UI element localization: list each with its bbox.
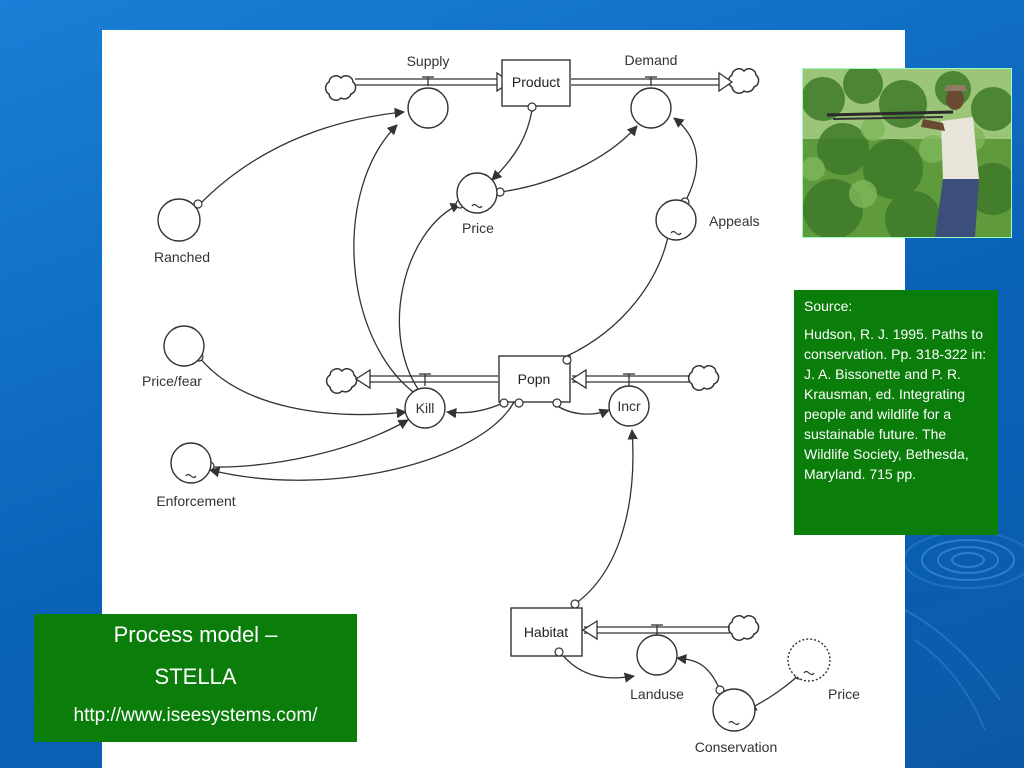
source-citation: Hudson, R. J. 1995. Paths to conservatio… bbox=[804, 326, 987, 482]
cloud-icon bbox=[727, 615, 760, 641]
stock-popn-label: Popn bbox=[518, 371, 551, 387]
flow-demand-label: Demand bbox=[625, 52, 678, 68]
flow-supply-label: Supply bbox=[407, 53, 450, 69]
flow-kill-label: Kill bbox=[416, 400, 435, 416]
flow-incr-label: Incr bbox=[617, 398, 641, 414]
flow-valves bbox=[404, 87, 678, 676]
flow-demand[interactable] bbox=[630, 87, 672, 129]
converter-price-external[interactable] bbox=[787, 638, 831, 682]
slide-title-line2: STELLA bbox=[154, 664, 237, 689]
title-box: Process model – STELLA http://www.iseesy… bbox=[34, 614, 357, 742]
flow-landuse[interactable] bbox=[636, 634, 678, 676]
stella-url-link[interactable]: http://www.iseesystems.com/ bbox=[73, 705, 318, 726]
slide-title-line1: Process model – bbox=[113, 622, 278, 647]
converter-price-fear[interactable] bbox=[163, 325, 205, 367]
converters bbox=[157, 172, 831, 732]
tilde-marks bbox=[185, 203, 815, 726]
converter-ranched-label: Ranched bbox=[154, 249, 210, 265]
converter-price-fear-label: Price/fear bbox=[142, 373, 202, 389]
converter-conservation-label: Conservation bbox=[695, 739, 778, 755]
hunter-photo bbox=[802, 68, 1012, 238]
stock-product[interactable] bbox=[501, 59, 571, 107]
converter-enforcement[interactable] bbox=[170, 442, 212, 484]
diagram-labels: Supply Demand Kill Incr Landuse Ranched … bbox=[142, 52, 860, 755]
converter-ranched[interactable] bbox=[157, 198, 201, 242]
converter-appeals[interactable] bbox=[655, 199, 697, 241]
converter-enforcement-label: Enforcement bbox=[156, 493, 235, 509]
flow-supply[interactable] bbox=[407, 87, 449, 129]
connector-arrows bbox=[197, 107, 800, 711]
cloud-icon bbox=[727, 68, 760, 94]
converter-appeals-label: Appeals bbox=[709, 213, 760, 229]
converter-conservation[interactable] bbox=[712, 688, 756, 732]
flow-kill[interactable] bbox=[404, 387, 446, 429]
stock-popn[interactable] bbox=[498, 355, 571, 403]
cloud-icons bbox=[324, 68, 760, 641]
source-citation-box: Source: Hudson, R. J. 1995. Paths to con… bbox=[794, 290, 998, 535]
converter-price-label: Price bbox=[462, 220, 494, 236]
water-ripple-decoration bbox=[903, 531, 1024, 731]
stock-habitat-label: Habitat bbox=[524, 624, 568, 640]
converter-price-external-label: Price bbox=[828, 686, 860, 702]
hunter-photo-illustration bbox=[803, 69, 1011, 237]
stock-product-label: Product bbox=[512, 74, 560, 90]
stock-habitat[interactable] bbox=[510, 607, 583, 657]
flow-incr[interactable] bbox=[608, 385, 650, 427]
stocks: Product Popn Habitat bbox=[498, 59, 583, 657]
flow-landuse-label: Landuse bbox=[630, 686, 684, 702]
converter-price[interactable] bbox=[456, 172, 498, 214]
source-heading: Source: bbox=[804, 298, 853, 314]
cloud-icon bbox=[324, 75, 357, 101]
cloud-icon bbox=[325, 368, 358, 394]
cloud-icon bbox=[687, 365, 720, 391]
flow-pipes bbox=[354, 71, 734, 641]
stock-flow-diagram: Product Popn Habitat bbox=[142, 52, 860, 755]
